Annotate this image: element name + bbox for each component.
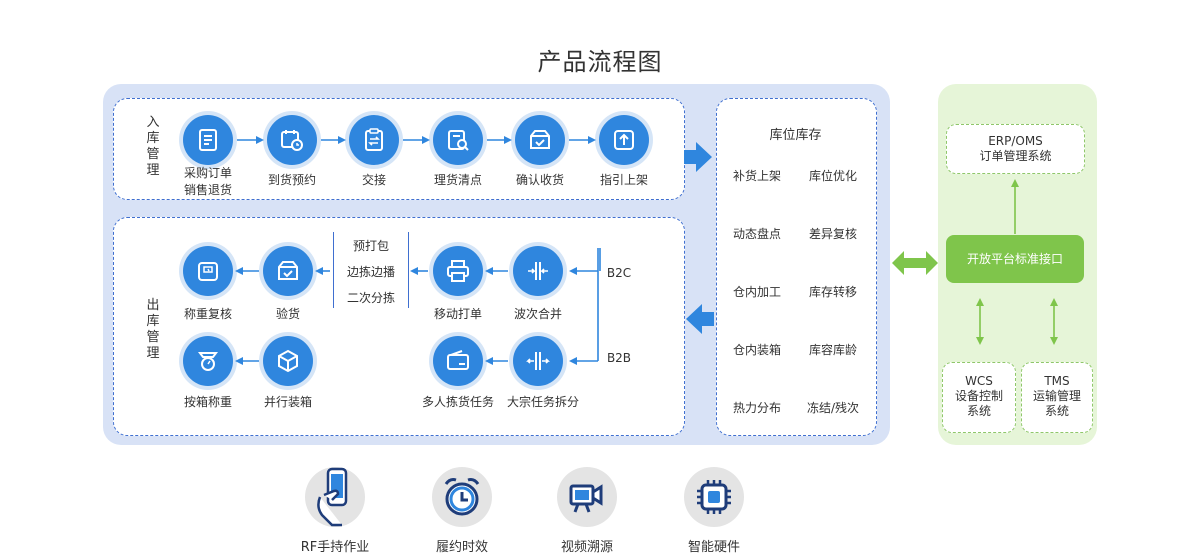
feature-label: 智能硬件 xyxy=(687,540,740,555)
inventory-item: 仓内装箱 xyxy=(732,343,781,357)
inventory-item: 库存转移 xyxy=(808,285,857,299)
step-label: 波次合并 xyxy=(513,307,562,321)
inventory-item: 冻结/残次 xyxy=(806,401,860,415)
inventory-item: 动态盘点 xyxy=(732,227,781,241)
step-label: 理货清点 xyxy=(433,173,482,187)
search-doc-icon xyxy=(433,115,483,165)
b2c-label: B2C xyxy=(606,266,632,280)
step-label: 称重复核 xyxy=(183,307,232,321)
outbound-label: 出库管理 xyxy=(146,298,160,361)
wcs-label: WCS 设备控制 系统 xyxy=(954,374,1003,418)
page-title: 产品流程图 xyxy=(537,48,663,76)
inbound-label: 入库管理 xyxy=(146,115,160,178)
sort-method: 预打包 xyxy=(352,239,389,253)
to-inventory-arrow xyxy=(684,142,712,172)
step-label: 按箱称重 xyxy=(183,395,232,409)
step-label: 确认收货 xyxy=(515,173,564,187)
sort-method: 二次分拣 xyxy=(346,291,395,305)
handheld-phone-icon xyxy=(305,467,365,527)
split-icon xyxy=(513,336,563,386)
upload-icon xyxy=(599,115,649,165)
platform-link-arrow xyxy=(892,251,938,275)
feature-label: 视频溯源 xyxy=(560,540,613,555)
inventory-item: 差异复核 xyxy=(808,227,857,241)
card-icon xyxy=(433,336,483,386)
inventory-item: 库位优化 xyxy=(808,169,857,183)
box-check-icon xyxy=(263,246,313,296)
calendar-clock-icon xyxy=(267,115,317,165)
inventory-item: 热力分布 xyxy=(732,401,781,415)
clipboard-exchange-icon xyxy=(349,115,399,165)
erp-label: ERP/OMS 订单管理系统 xyxy=(979,134,1052,163)
step-label: 到货预约 xyxy=(267,173,316,187)
tms-label: TMS 运输管理 系统 xyxy=(1032,374,1081,418)
feature-label: RF手持作业 xyxy=(300,540,370,555)
step-label: 并行装箱 xyxy=(263,395,312,409)
inventory-box xyxy=(716,98,877,436)
package-icon xyxy=(263,336,313,386)
inventory-item: 仓内加工 xyxy=(732,285,781,299)
inventory-item: 库容库龄 xyxy=(808,343,857,357)
feature-label: 履约时效 xyxy=(435,540,488,555)
printer-icon xyxy=(433,246,483,296)
sort-method: 边拣边播 xyxy=(346,265,395,279)
open-platform-box: 开放平台标准接口 xyxy=(946,235,1084,283)
scale-weight-icon xyxy=(183,336,233,386)
step-label: 移动打单 xyxy=(433,307,482,321)
step-label: 多人拣货任务 xyxy=(421,395,494,409)
merge-icon xyxy=(513,246,563,296)
alarm-clock-icon xyxy=(432,467,492,527)
step-label: 交接 xyxy=(361,173,386,187)
step-label: 验货 xyxy=(275,307,300,321)
step-label: 指引上架 xyxy=(599,173,648,187)
chip-icon xyxy=(684,467,744,527)
erp-box xyxy=(946,124,1085,174)
wcs-box xyxy=(942,362,1016,433)
sort-methods-box xyxy=(333,232,409,308)
to-outbound-arrow xyxy=(686,304,714,334)
video-camera-icon xyxy=(557,467,617,527)
scale-icon xyxy=(183,246,233,296)
inventory-title: 库位库存 xyxy=(769,128,822,143)
step-label: 大宗任务拆分 xyxy=(506,395,579,409)
b2b-label: B2B xyxy=(606,351,632,365)
step-label: 采购订单 销售退货 xyxy=(183,166,232,197)
tms-box xyxy=(1021,362,1093,433)
inventory-item: 补货上架 xyxy=(732,169,781,183)
box-check-icon xyxy=(515,115,565,165)
document-icon xyxy=(183,115,233,165)
